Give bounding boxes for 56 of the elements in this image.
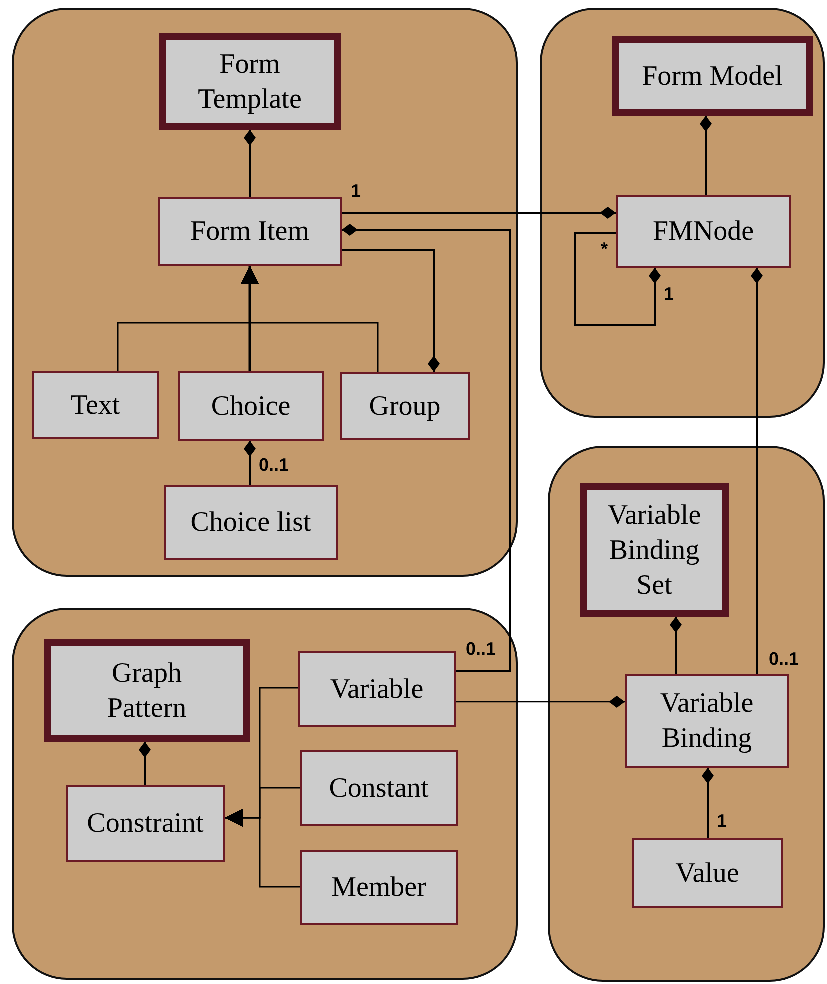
class-box <box>632 838 783 908</box>
composition-line <box>751 268 763 674</box>
inheritance-arrow <box>241 266 379 372</box>
class-name: Variable Binding <box>659 687 755 756</box>
composition-line <box>244 441 256 485</box>
composition-line <box>342 249 440 372</box>
class-name: Group <box>369 390 441 424</box>
package-panel <box>12 8 518 577</box>
class-box <box>625 674 789 768</box>
root-class-box <box>44 639 250 742</box>
package-panel <box>540 8 825 418</box>
inheritance-arrow <box>225 809 300 888</box>
multiplicity-label: 0..1 <box>768 650 800 668</box>
root-class-box <box>159 33 341 130</box>
composition-line <box>670 617 682 674</box>
class-box <box>340 372 470 440</box>
class-name: Constraint <box>87 807 204 841</box>
root-class-box <box>612 36 813 116</box>
class-name: Graph Pattern <box>106 656 188 726</box>
class-box <box>32 371 159 439</box>
class-name: Form Model <box>642 60 783 94</box>
class-name: Constant <box>329 772 429 806</box>
class-name: Choice list <box>190 506 312 540</box>
class-box <box>300 750 458 826</box>
root-class-box <box>580 483 729 617</box>
class-name: Variable Binding Set <box>606 498 702 602</box>
composition-line <box>342 224 511 672</box>
class-box <box>616 195 791 268</box>
composition-line <box>456 696 625 708</box>
composition-line <box>574 232 661 326</box>
class-name: Text <box>70 388 120 422</box>
class-box <box>298 651 456 727</box>
class-box <box>66 785 225 862</box>
class-name: Variable <box>330 672 424 706</box>
multiplicity-label: 1 <box>350 182 362 200</box>
composition-line <box>700 116 712 195</box>
composition-line <box>244 130 256 197</box>
package-panel <box>548 446 825 982</box>
class-box <box>300 850 458 925</box>
class-name: Form Template <box>197 48 303 116</box>
class-name: Choice <box>211 390 291 424</box>
class-name: Value <box>676 856 740 890</box>
class-name: FMNode <box>652 215 754 249</box>
multiplicity-label: 1 <box>716 812 728 830</box>
class-name: Member <box>332 871 426 905</box>
composition-line <box>702 768 714 838</box>
class-name: Form Item <box>190 215 310 249</box>
multiplicity-label: 0..1 <box>465 640 498 658</box>
class-box <box>158 197 342 266</box>
composition-line <box>342 207 616 219</box>
multiplicity-label: 0..1 <box>258 456 290 474</box>
class-box <box>164 485 338 560</box>
composition-line <box>139 742 151 785</box>
multiplicity-label: 1 <box>663 285 676 303</box>
package-panel <box>12 608 518 980</box>
class-box <box>178 371 324 441</box>
